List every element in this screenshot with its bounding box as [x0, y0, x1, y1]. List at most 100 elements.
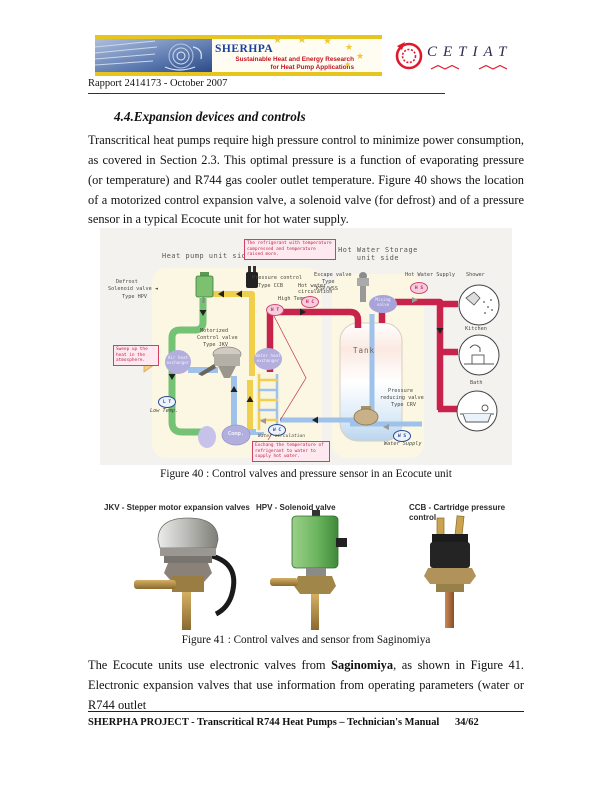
pressure-reducing-valve-glyph: [353, 406, 379, 426]
storage-side-title-line1: Hot Water Storage: [338, 246, 418, 254]
motorized-valve-label-3: Type JKV: [203, 342, 228, 348]
cetiat-logo: CETIAT: [393, 38, 520, 75]
air-hx-label-line2: exchanger: [166, 359, 190, 365]
body-paragraph-1: Transcritical heat pumps require high pr…: [88, 133, 524, 227]
accumulator-oval: [198, 426, 216, 448]
mixing-label-line1: Mixing: [375, 297, 391, 302]
compressor-oval: [221, 424, 251, 446]
hot-water-circ-label-1: Hot water: [298, 283, 327, 289]
water-heat-exchanger-oval: [254, 348, 282, 370]
water-hx-label-line2: exchanger: [256, 357, 280, 363]
jkv-label: JKV - Stepper motor expansion valves: [104, 503, 250, 512]
motorized-valve-label-2: Control valve: [197, 335, 238, 341]
star-icon: ★: [297, 34, 307, 46]
flow-arrows: [168, 290, 444, 424]
kitchen-label: Kitchen: [465, 326, 487, 332]
utility-arrows: [260, 297, 418, 430]
escape-valve-glyph: [357, 272, 369, 302]
heat-pump-illustration: [95, 39, 212, 72]
low-temp-label: Low Temp.: [150, 408, 179, 414]
heat-pump-side-title: Heat pump unit side: [162, 252, 252, 260]
hpv-solenoid-valve-glyph: [195, 272, 214, 303]
escape-valve-label-3: KSP/WSS: [316, 286, 338, 292]
report-reference: Rapport 2414173 - October 2007: [88, 78, 228, 89]
pressure-reducing-label-1: Pressure: [388, 388, 413, 394]
escape-valve-label-2: Type: [322, 279, 335, 285]
banner-yellow-bar-bottom: [95, 72, 382, 76]
banner-yellow-bar-top: [95, 35, 382, 39]
exchange-note: Exchang the temperature of refrigerant t…: [252, 441, 330, 462]
refrigerant-note: The refrigerant with temperature compres…: [244, 239, 336, 260]
air-hx-label: Air heat exchanger: [164, 355, 192, 366]
high-temp-label: High Temp.: [278, 296, 310, 302]
pressure-control-label-1: Pressure control: [252, 275, 302, 281]
water-hx-label-line1: Water heat: [255, 353, 281, 358]
bath-label: Bath: [470, 380, 483, 386]
star-icon: ★: [345, 42, 354, 52]
section-heading: 4.4.Expansion devices and controls: [114, 109, 306, 124]
jkv-motorized-valve-glyph: [198, 346, 242, 378]
hot-water-circ-label-2: circulation: [298, 289, 333, 295]
storage-side-title-line2: unit side: [356, 254, 400, 263]
cetiat-emblem-icon: [395, 42, 508, 70]
pressure-control-label-2: Type CCB: [258, 283, 283, 289]
tank-label: Tank: [353, 346, 376, 355]
badge-hot-water-supply: H S: [410, 282, 428, 294]
star-icon: ★: [323, 36, 332, 47]
atmosphere-note: Sweep up the heat in the atmosphere.: [113, 345, 159, 366]
defrost-label-3: Type HPV: [122, 294, 147, 300]
closing-text-after: , as shown in Figure 41. Electronic expa…: [88, 658, 524, 712]
banner-subtitle-1: Sustainable Heat and Energy Research: [235, 56, 354, 63]
footer-rule: [88, 711, 524, 712]
cetiat-wordmark: CETIAT: [427, 44, 513, 60]
badge-hot-water-circ: H C: [301, 296, 319, 308]
hpv-label: HPV - Solenoid valve: [256, 503, 336, 512]
mixing-label-line2: valve: [376, 301, 390, 307]
header-rule: [88, 93, 445, 94]
star-icon: ★: [344, 60, 352, 69]
storage-side-title: Hot Water Storage unit side: [324, 246, 432, 262]
air-heat-exchanger-oval: [165, 350, 191, 374]
footer-page-number: 34/62: [455, 717, 479, 728]
badge-high-temp: H T: [266, 304, 284, 316]
air-hx-label-line1: Air heat: [167, 355, 189, 360]
banner-title: SHERHPA: [215, 43, 274, 55]
defrost-label-2: Solenoid valve ◄: [108, 286, 158, 292]
sherhpa-banner-logo: SHERHPA Sustainable Heat and Energy Rese…: [95, 35, 382, 76]
escape-valve-label-1: Escape valve: [314, 272, 352, 278]
badge-water-supply: W S: [393, 430, 411, 442]
closing-text-before: The Ecocute units use electronic valves …: [88, 658, 332, 672]
closing-text-bold: Saginomiya: [331, 658, 394, 672]
shower-icon: [458, 284, 500, 326]
hpv-valve-photo: [270, 510, 347, 630]
water-circulation-label: Water circulation: [258, 434, 306, 439]
bath-icon: [456, 390, 498, 432]
figure41-caption: Figure 41 : Control valves and sensor fr…: [181, 634, 431, 646]
compressor-label: Comp.: [227, 431, 245, 437]
defrost-label-1: Defrost: [116, 279, 138, 285]
footer-title: SHERPHA PROJECT - Transcritical R744 Hea…: [88, 717, 440, 728]
water-heat-exchanger-coil: [256, 372, 280, 432]
hot-water-supply-label: Hot Water Supply: [405, 272, 455, 278]
water-hx-label: Water heat exchanger: [254, 353, 282, 364]
banner-subtitle-2: for Heat Pump Applications: [270, 64, 354, 71]
kitchen-icon: [458, 334, 500, 376]
ccb-sensor-photo: [424, 515, 476, 628]
body-paragraph-2: The Ecocute units use electronic valves …: [88, 656, 524, 716]
figure40-caption: Figure 40 : Control valves and pressure …: [160, 468, 452, 480]
badge-low-temp: L T: [158, 396, 176, 408]
ccb-label: CCB - Cartridge pressure control: [409, 503, 506, 522]
water-supply-label: Water Supply: [384, 441, 422, 447]
motorized-valve-label-1: Motorized: [200, 328, 229, 334]
mixing-valve-label: Mixing valve: [369, 297, 397, 308]
figure40-diagram: Heat pump unit side Hot Water Storage un…: [100, 228, 512, 465]
star-icon: ★: [356, 51, 365, 61]
mixing-valve-oval: [369, 295, 397, 313]
ccb-pressure-sensor-glyph: [246, 266, 258, 288]
jkv-valve-photo: [134, 517, 237, 630]
star-icon: ★: [273, 35, 282, 46]
pressure-reducing-label-3: Type CRV: [391, 402, 416, 408]
badge-water-circ: W C: [268, 424, 286, 436]
shower-label: Shower: [466, 272, 485, 278]
